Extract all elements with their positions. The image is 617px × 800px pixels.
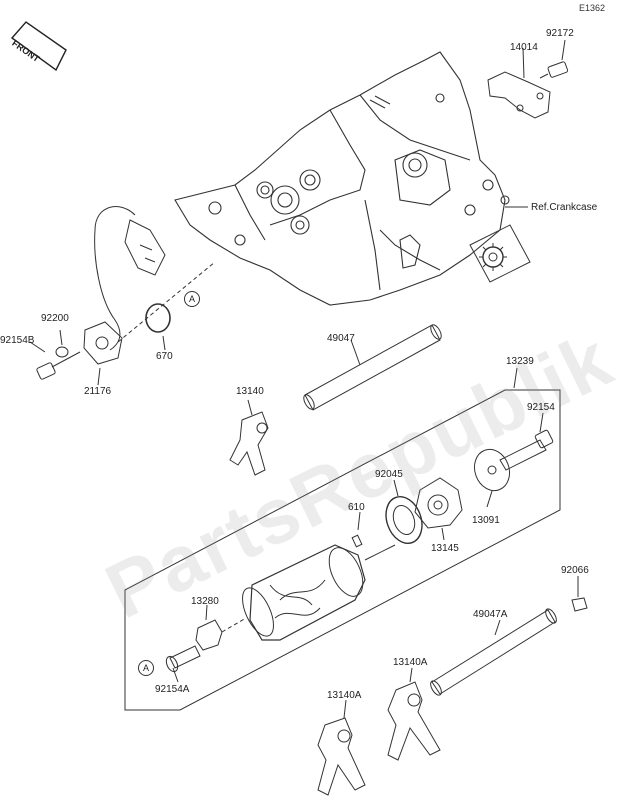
crankcase-reference: Ref.Crankcase <box>531 202 598 213</box>
part-label-13145: 13145 <box>431 543 459 554</box>
part-label-13140A-upper: 13140A <box>393 657 428 668</box>
front-arrow-icon <box>10 21 67 72</box>
shift-rod-49047A <box>430 608 557 696</box>
part-label-92172: 92172 <box>546 28 574 39</box>
gear-position-sensor-21176 <box>83 206 216 365</box>
part-label-13280: 13280 <box>191 596 219 607</box>
shift-fork-13140A-upper <box>387 667 441 761</box>
part-label-13239: 13239 <box>506 356 534 367</box>
assembly-box-13239 <box>124 389 561 711</box>
part-label-13091: 13091 <box>472 515 500 526</box>
part-label-670: 670 <box>156 351 173 362</box>
shift-fork-13140A-lower <box>317 699 366 796</box>
bolt-92154 <box>499 412 554 471</box>
callout-a-lower: A <box>138 660 154 676</box>
shift-fork-13140 <box>229 399 269 476</box>
diagram-code: E1362 <box>579 3 606 13</box>
bracket-14014 <box>487 71 551 119</box>
part-label-610: 610 <box>348 502 365 513</box>
part-label-49047: 49047 <box>327 333 355 344</box>
part-label-92154A: 92154A <box>155 684 190 695</box>
bearing-92045 <box>385 479 423 544</box>
o-ring-670 <box>145 303 171 333</box>
shift-drum <box>242 544 396 641</box>
gear-13145 <box>414 477 463 541</box>
cap-92066 <box>571 597 588 612</box>
part-label-14014: 14014 <box>510 42 538 53</box>
pin-610 <box>351 511 363 548</box>
part-label-92200: 92200 <box>41 313 69 324</box>
part-label-92154: 92154 <box>527 402 555 413</box>
part-label-92045: 92045 <box>375 469 403 480</box>
part-label-92154B: 92154B <box>0 335 35 346</box>
bolt-92154A <box>165 645 201 683</box>
gear-icon <box>469 224 531 283</box>
shift-shaft-49047 <box>303 324 442 411</box>
part-label-49047A: 49047A <box>473 609 508 620</box>
crankcase-illustration <box>174 51 510 306</box>
shift-cam-13280 <box>195 604 247 651</box>
plate-13091 <box>473 448 511 508</box>
washer-92200 <box>55 346 69 358</box>
part-label-13140A-lower: 13140A <box>327 690 362 701</box>
part-label-21176: 21176 <box>84 386 112 397</box>
bolt-92154B <box>36 351 81 380</box>
part-label-92066: 92066 <box>561 565 589 576</box>
callout-a-upper: A <box>184 291 200 307</box>
bolt-92172 <box>539 61 569 79</box>
part-label-13140: 13140 <box>236 386 264 397</box>
